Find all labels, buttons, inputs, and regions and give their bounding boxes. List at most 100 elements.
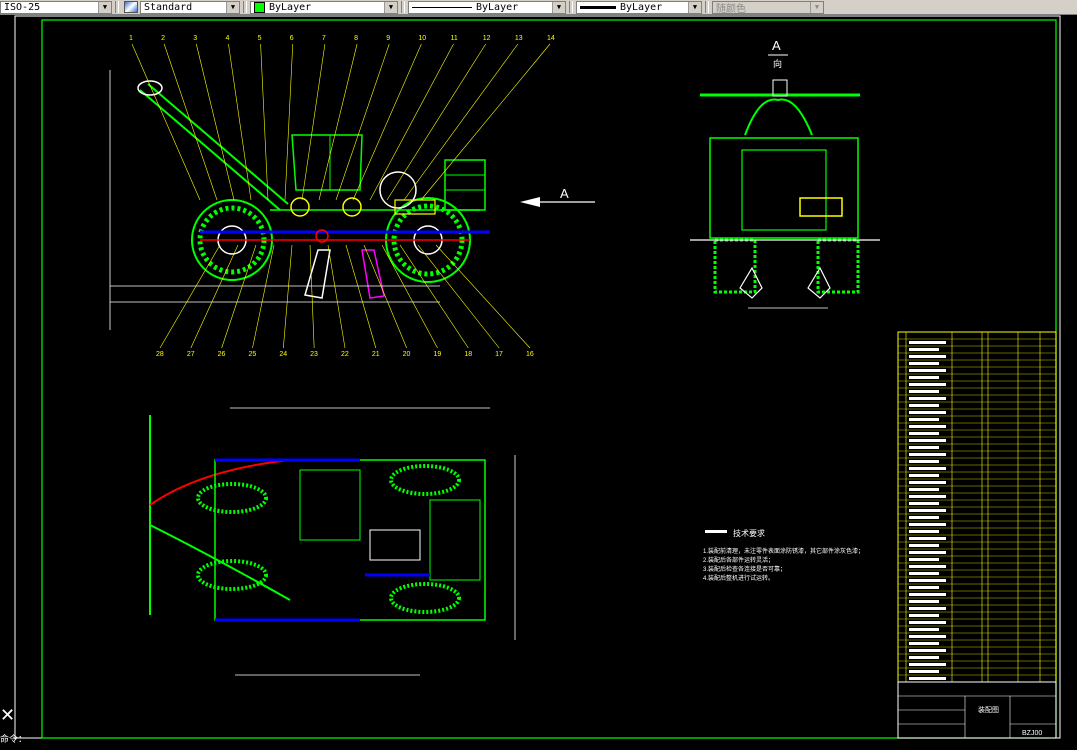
textstyle-combo[interactable]: Standard ▼ <box>140 0 240 14</box>
parts-list-text <box>909 369 946 372</box>
callout-number: 1 <box>129 35 133 42</box>
callout-leader <box>228 43 252 201</box>
callout-number: 22 <box>341 351 349 358</box>
toolbar-separator <box>243 1 247 13</box>
text-style-icon[interactable] <box>124 1 138 13</box>
parts-list-text <box>909 649 946 652</box>
parts-list-text <box>909 439 946 442</box>
callout-leader <box>403 43 519 201</box>
parts-list-text <box>909 411 946 414</box>
chevron-down-icon[interactable]: ▼ <box>688 1 701 13</box>
callout-number: 28 <box>156 351 164 358</box>
callout-number: 11 <box>451 35 458 42</box>
toolbar-separator <box>401 1 405 13</box>
color-swatch-icon <box>254 1 265 13</box>
parts-list-text <box>909 558 939 561</box>
callout-leader <box>352 43 422 201</box>
callout-leader <box>363 244 407 349</box>
parts-list-text <box>909 572 939 575</box>
chevron-down-icon[interactable]: ▼ <box>98 1 111 13</box>
dimstyle-combo[interactable]: ISO-25 ▼ <box>0 0 112 14</box>
chevron-down-icon[interactable]: ▼ <box>226 1 239 13</box>
tech-req-title: 技术要求 <box>733 528 765 538</box>
callout-number: 18 <box>464 351 472 358</box>
callout-number: 6 <box>290 35 294 42</box>
parts-list-text <box>909 656 939 659</box>
parts-list <box>897 331 1057 683</box>
chevron-down-icon[interactable]: ▼ <box>384 1 397 13</box>
parts-list-text <box>909 544 939 547</box>
parts-list-text <box>909 635 946 638</box>
callout-number: 17 <box>495 351 503 358</box>
parts-list-text <box>909 502 939 505</box>
callout-leader <box>335 43 390 201</box>
lineweight-combo[interactable]: ByLayer ▼ <box>576 0 702 14</box>
parts-list-text <box>909 670 939 673</box>
callout-leader <box>284 43 294 201</box>
parts-list-text <box>909 663 946 666</box>
callout-leader <box>345 244 377 349</box>
tech-req-line-2: 2.装配后各部件运转灵活； <box>703 556 774 564</box>
technical-requirements: 技术要求 1.装配前清理，未注零件表面涂防锈漆，其它部件涂灰色漆； 2.装配后各… <box>703 528 864 582</box>
callout-number: 21 <box>372 351 380 358</box>
sheet-border <box>14 15 1061 739</box>
callout-leader <box>283 244 293 349</box>
callout-number: 13 <box>515 35 523 42</box>
chevron-down-icon[interactable]: ▼ <box>810 1 823 13</box>
parts-list-text <box>909 376 939 379</box>
callout-leader <box>435 244 531 349</box>
parts-list-text <box>909 551 946 554</box>
properties-toolbar: ISO-25 ▼ Standard ▼ ByLayer ▼ ByLayer ▼ … <box>0 0 1077 15</box>
plotstyle-combo[interactable]: 随颜色 ▼ <box>712 0 824 14</box>
parts-list-text <box>909 467 946 470</box>
parts-list-text <box>909 642 939 645</box>
parts-list-text <box>909 404 939 407</box>
callout-number: 25 <box>249 351 257 358</box>
callout-number: 20 <box>403 351 411 358</box>
parts-list-text <box>909 390 939 393</box>
parts-list-text <box>909 677 946 680</box>
callout-leader <box>131 43 201 201</box>
view-a-caption: 向 <box>773 58 782 69</box>
color-combo[interactable]: ByLayer ▼ <box>250 0 398 14</box>
parts-list-text <box>909 537 946 540</box>
callout-leader <box>196 43 235 201</box>
linetype-combo[interactable]: ByLayer ▼ <box>408 0 566 14</box>
parts-list-text <box>909 341 946 344</box>
callout-leader <box>386 43 486 201</box>
callout-number: 16 <box>526 351 534 358</box>
lineweight-value: ByLayer <box>620 1 663 13</box>
parts-list-text <box>909 509 946 512</box>
parts-list-text <box>909 397 946 400</box>
view-a-label: A <box>772 38 781 53</box>
parts-list-text <box>909 614 939 617</box>
parts-list-text <box>909 432 939 435</box>
callout-number: 23 <box>310 351 318 358</box>
tech-req-line-4: 4.装配后整机进行试运转。 <box>703 574 774 582</box>
callout-leader <box>399 244 469 349</box>
callout-number: 19 <box>434 351 442 358</box>
parts-list-text <box>909 446 939 449</box>
section-a-label: A <box>560 186 569 201</box>
toolbar-separator <box>569 1 573 13</box>
tech-req-line-1: 1.装配前清理，未注零件表面涂防锈漆，其它部件涂灰色漆； <box>703 547 864 555</box>
dimstyle-value: ISO-25 <box>4 1 41 13</box>
tech-req-line-3: 3.装配后检查各连接是否可靠； <box>703 565 786 573</box>
side-view: A <box>109 70 595 330</box>
parts-list-text <box>909 355 946 358</box>
command-line[interactable]: 命令： <box>0 735 28 745</box>
callout-number: 7 <box>322 35 326 42</box>
parts-list-text <box>909 488 939 491</box>
parts-list-text <box>909 460 939 463</box>
parts-list-text <box>909 516 939 519</box>
callout-leader <box>369 43 454 201</box>
callout-number: 4 <box>225 35 229 42</box>
parts-list-text <box>909 425 946 428</box>
parts-list-text <box>909 579 946 582</box>
linetype-preview-icon <box>412 6 472 8</box>
toolbar-separator <box>705 1 709 13</box>
chevron-down-icon[interactable]: ▼ <box>552 1 565 13</box>
